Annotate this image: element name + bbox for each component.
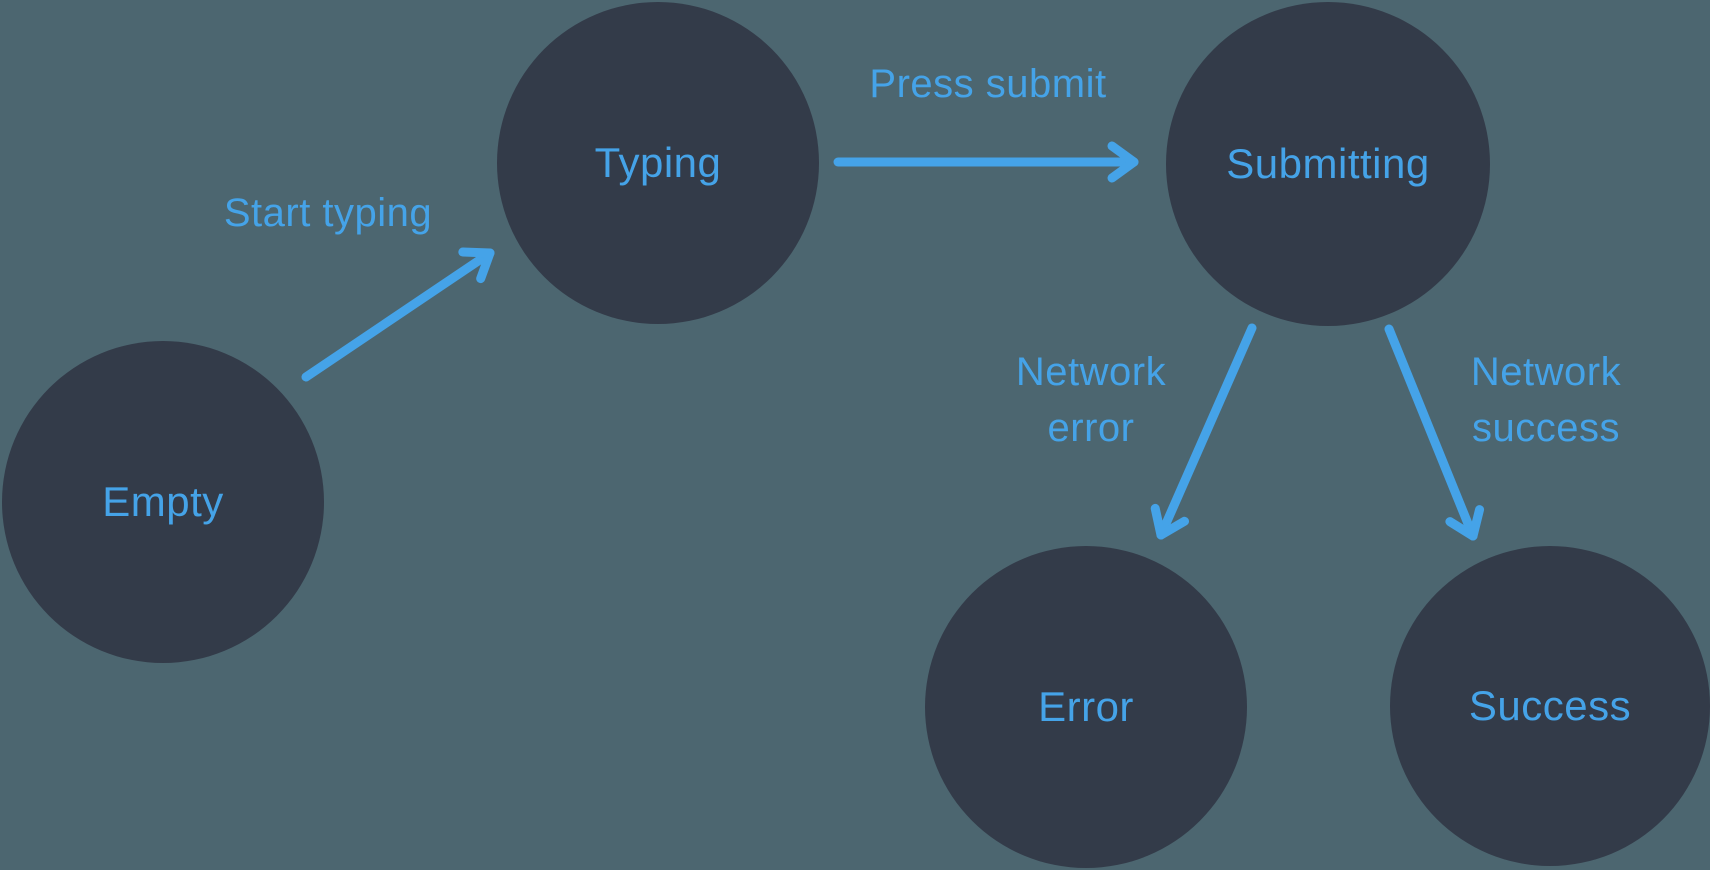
edge-network-error-arrow [1150,323,1257,540]
state-label-typing: Typing [594,139,722,186]
state-node-error: Error [925,546,1247,868]
edge-label-network-error: Network error [1015,350,1167,450]
edge-label-press-submit: Press submit [869,62,1107,106]
edge-label-start-typing: Start typing [223,191,433,235]
edge-label-network-success: Network success [1470,350,1622,450]
state-label-empty: Empty [102,478,224,525]
state-node-success: Success [1390,546,1710,866]
state-node-typing: Typing [497,2,819,324]
state-label-submitting: Submitting [1226,140,1430,187]
edge-network-success-arrow [1384,324,1485,541]
state-node-empty: Empty [2,341,324,663]
state-node-submitting: Submitting [1166,2,1490,326]
state-label-success: Success [1468,682,1632,729]
edge-start-typing-arrow [301,247,495,382]
state-label-error: Error [1038,683,1134,730]
